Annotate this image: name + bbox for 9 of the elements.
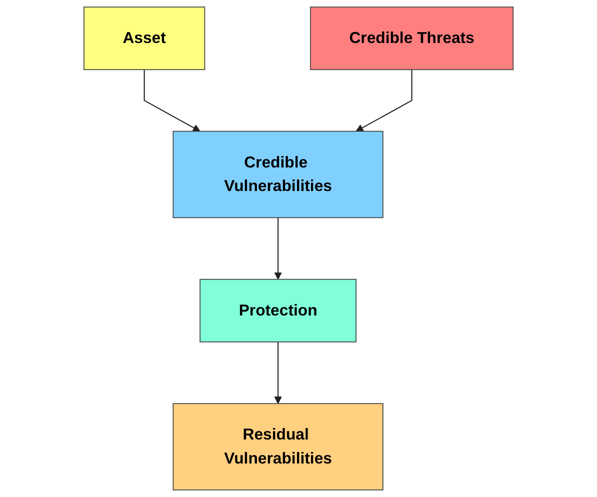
node-box: Credible Vulnerabilities (172, 130, 384, 218)
node-box: Asset (83, 6, 206, 70)
arrow (274, 218, 282, 280)
node-box: Residual Vulnerabilities (172, 403, 384, 490)
node-box: Protection (200, 278, 356, 342)
arrow (144, 70, 200, 132)
arrow (274, 342, 282, 404)
node-box: Credible Threats (310, 6, 514, 70)
arrow (356, 70, 412, 132)
